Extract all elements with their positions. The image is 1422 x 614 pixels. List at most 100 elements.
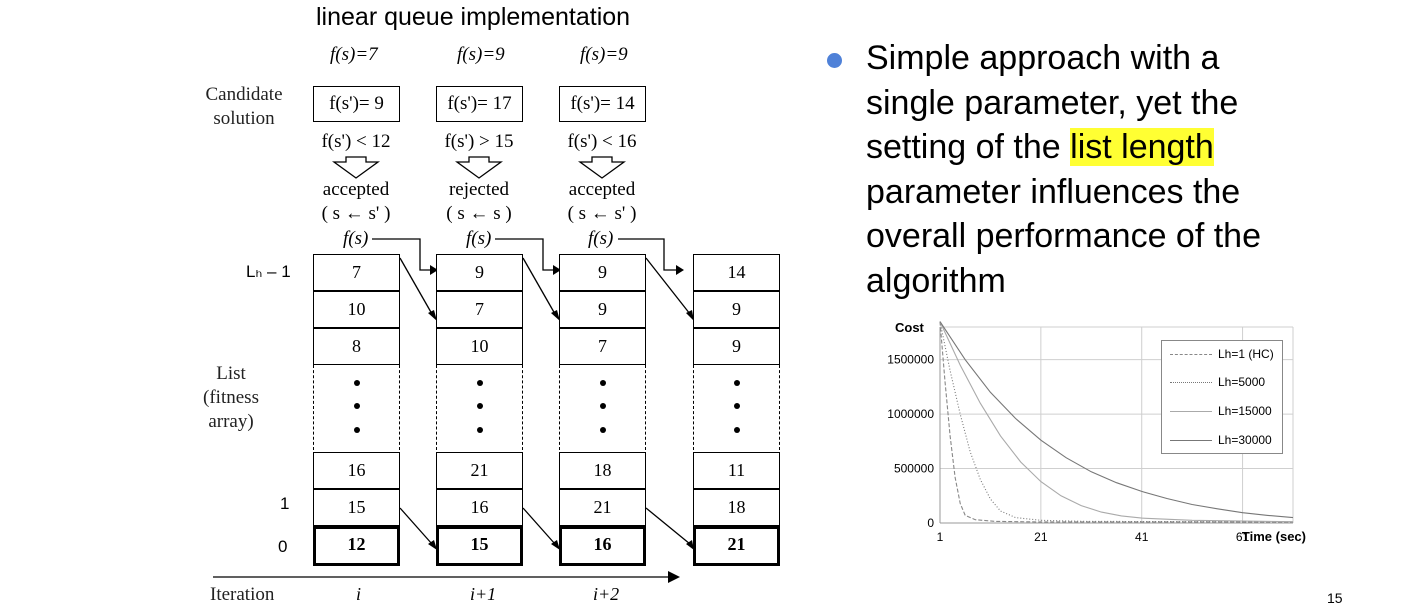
ellipsis-dot <box>733 403 740 409</box>
ellipsis-column <box>436 365 523 450</box>
list-cell: 11 <box>693 452 780 489</box>
verdict-text-2: accepted <box>568 179 636 200</box>
candidate-box-2: f(s')= 14 <box>559 86 646 122</box>
list-cell: 16 <box>436 489 523 526</box>
arrowhead-fs-2 <box>676 265 684 275</box>
iteration-label: Iteration <box>210 584 275 605</box>
ellipsis-column <box>313 365 400 450</box>
ellipsis-dot <box>476 427 483 433</box>
shift-arrow-0a <box>399 257 433 315</box>
list-cell: 14 <box>693 254 780 291</box>
ellipsis-column <box>693 365 780 450</box>
candidate-box-1: f(s')= 17 <box>436 86 523 122</box>
row-label-zero: 0 <box>278 537 288 556</box>
list-cell: 9 <box>693 328 780 365</box>
verdict-text-1: rejected <box>448 179 510 200</box>
list-cell: 9 <box>436 254 523 291</box>
list-cell: 8 <box>313 328 400 365</box>
x-tick-label: 61 <box>1236 530 1250 544</box>
legend-item-1: Lh=5000 <box>1168 372 1280 392</box>
list-cell: 16 <box>313 452 400 489</box>
list-label-line3: array) <box>208 411 254 432</box>
list-cell-oldest: 12 <box>313 526 400 566</box>
list-cell: 9 <box>559 254 646 291</box>
shift-arrow-2b <box>645 507 691 545</box>
ellipsis-dot <box>599 380 606 386</box>
fs-connector-0 <box>372 238 430 271</box>
arrowhead-fs-1 <box>553 265 561 275</box>
fs-label-1: f(s) <box>466 228 492 249</box>
ellipsis-dot <box>733 427 740 433</box>
list-cell: 18 <box>559 452 646 489</box>
update-text-1: ( s ← s ) <box>446 203 512 224</box>
legend-label-3: Lh=30000 <box>1218 433 1272 447</box>
iteration-0: i <box>356 584 362 604</box>
list-cell: 10 <box>313 291 400 328</box>
x-tick-label: 21 <box>1034 530 1048 544</box>
y-tick-label: 1500000 <box>887 353 934 367</box>
down-arrow-0 <box>332 156 380 179</box>
compare-0: f(s') < 12 <box>321 131 391 152</box>
arrowhead-fs-0 <box>430 265 438 275</box>
arrowhead-shift-0a <box>428 310 437 321</box>
candidate-label-line1: Candidate <box>205 84 283 105</box>
row-label-top: Lₕ – 1 <box>246 262 291 281</box>
bullet-text-after: parameter influences the overall perform… <box>866 172 1261 300</box>
iteration-2: i+2 <box>593 584 620 604</box>
ellipsis-dot <box>353 380 360 386</box>
fs-label-2: f(s) <box>588 228 614 249</box>
legend-item-3: Lh=30000 <box>1168 430 1280 450</box>
down-arrow-2 <box>578 156 626 179</box>
x-tick-label: 1 <box>937 530 944 544</box>
down-arrow-1 <box>455 156 503 179</box>
candidate-box-0: f(s')= 9 <box>313 86 400 122</box>
chart-legend: Lh=1 (HC) Lh=5000 Lh=15000 Lh=30000 <box>1161 340 1283 454</box>
y-tick-label: 500000 <box>894 462 934 476</box>
fs-top-2: f(s)=9 <box>580 44 628 65</box>
legend-label-0: Lh=1 (HC) <box>1218 347 1274 361</box>
list-cell: 9 <box>693 291 780 328</box>
list-label-line1: List <box>216 363 246 384</box>
arrowhead-shift-1b <box>551 540 560 550</box>
arrowhead-shift-2a <box>686 310 694 321</box>
shift-arrow-1b <box>522 507 556 545</box>
fs-label-0: f(s) <box>343 228 369 249</box>
shift-arrow-0b <box>399 507 433 545</box>
arrowhead-shift-2b <box>686 540 694 550</box>
fs-connector-2 <box>618 238 676 271</box>
candidate-label-line2: solution <box>213 108 275 129</box>
list-label: List (fitness array) <box>181 362 281 434</box>
iteration-axis-arrowhead <box>668 571 680 583</box>
legend-label-1: Lh=5000 <box>1218 375 1266 389</box>
ellipsis-dot <box>476 403 483 409</box>
diagram-title: linear queue implementation <box>316 3 631 31</box>
ellipsis-dot <box>476 380 483 386</box>
x-tick-label: 41 <box>1135 530 1149 544</box>
row-label-one: 1 <box>280 494 290 513</box>
list-cell-oldest: 21 <box>693 526 780 566</box>
y-tick-label: 1000000 <box>887 407 934 421</box>
list-cell: 9 <box>559 291 646 328</box>
bullet-text: Simple approach with a single parameter,… <box>866 36 1316 303</box>
list-cell: 7 <box>313 254 400 291</box>
list-cell: 21 <box>559 489 646 526</box>
shift-arrow-1a <box>522 257 556 315</box>
list-cell: 7 <box>436 291 523 328</box>
fs-top-0: f(s)=7 <box>330 44 378 65</box>
iteration-1: i+1 <box>470 584 497 604</box>
ellipsis-dot <box>599 403 606 409</box>
legend-item-2: Lh=15000 <box>1168 401 1280 421</box>
y-tick-label: 0 <box>927 516 934 530</box>
bullet-text-before: Simple approach with a single parameter,… <box>866 39 1239 166</box>
arrowhead-shift-0b <box>428 540 437 550</box>
list-cell: 10 <box>436 328 523 365</box>
bullet-highlight: list length <box>1070 128 1214 166</box>
verdict-text-0: accepted <box>322 179 390 200</box>
chart-y-label: Cost <box>895 320 924 335</box>
list-cell: 21 <box>436 452 523 489</box>
series-line-2 <box>939 321 1294 523</box>
legend-item-0: Lh=1 (HC) <box>1168 344 1280 364</box>
legend-label-2: Lh=15000 <box>1218 404 1272 418</box>
verdict-0: accepted ( s ← s' ) <box>296 178 416 226</box>
